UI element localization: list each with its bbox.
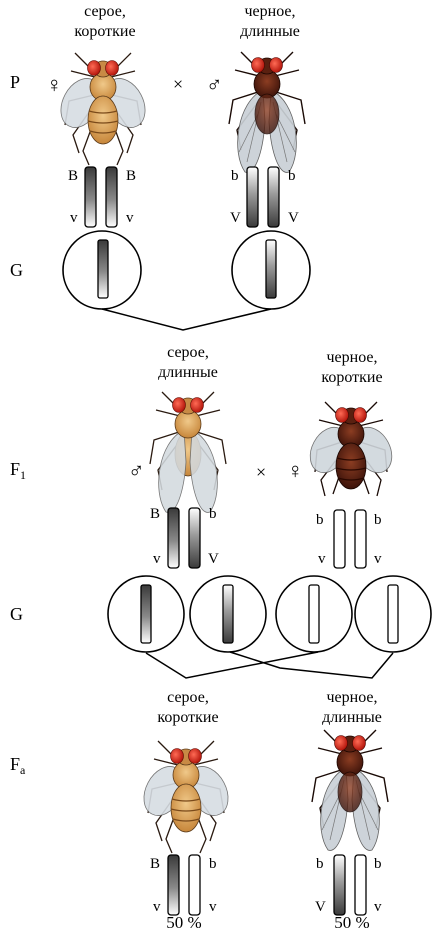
row-label-f1-subscript: 1: [20, 468, 26, 482]
row-label-f1-letter: F: [10, 459, 20, 479]
fly-black-long-wings-icon: [312, 730, 388, 850]
fertilization-lines: [102, 309, 271, 330]
fly-gray-long-wings-icon: [150, 392, 226, 512]
f1-female-label-line1: черное,: [326, 349, 377, 366]
male-symbol-icon: ♂: [128, 458, 145, 483]
p-female-chromosomes: B B v v: [68, 167, 136, 227]
allele-label: v: [70, 210, 78, 226]
row-label-f1: F1: [10, 459, 26, 482]
chromosome-dark-top: [85, 167, 96, 227]
allele-label: b: [209, 856, 217, 872]
fa-right-chromosomes: b b V v: [315, 855, 382, 915]
gamete-f1-3: [276, 576, 352, 652]
male-symbol-icon: ♂: [206, 72, 223, 97]
female-symbol-icon: ♀: [46, 72, 63, 97]
allele-label: V: [288, 210, 299, 226]
gamete-parent-female: [63, 231, 141, 309]
chromosome-dark-bottom: [189, 508, 200, 568]
gamete-f1-4: [355, 576, 431, 652]
allele-label: v: [318, 551, 326, 567]
allele-label: b: [288, 168, 296, 184]
row-label-gametes-2: G: [10, 604, 23, 624]
p-male-chromosomes: b b V V: [230, 167, 299, 227]
allele-label: B: [126, 168, 136, 184]
gamete-f1-2: [190, 576, 266, 652]
f1-female-label-line2: короткие: [321, 369, 382, 386]
fa-left-chromosomes: B b v v: [150, 855, 217, 915]
fa-left-label-line1: серое,: [167, 689, 209, 706]
fa-right-percentage: 50 %: [334, 913, 369, 931]
fa-left-label-line2: короткие: [157, 709, 218, 726]
allele-label: v: [209, 899, 217, 915]
fa-left-percentage: 50 %: [166, 913, 201, 931]
fly-black-short-wings-icon: [303, 402, 400, 496]
allele-label: v: [374, 551, 382, 567]
p-female-label-line1: серое,: [84, 3, 126, 20]
allele-label: b: [374, 856, 382, 872]
cross-symbol-icon: ×: [173, 74, 183, 94]
fa-right-label-line2: длинные: [322, 709, 382, 726]
fa-right-label-line1: черное,: [326, 689, 377, 706]
chromosome-light: [355, 510, 366, 568]
allele-label: B: [150, 856, 160, 872]
p-female-label-line2: короткие: [74, 23, 135, 40]
chromosome-dark-bottom: [334, 855, 345, 915]
gamete-f1-1: [108, 576, 184, 652]
p-male-label-line1: черное,: [244, 3, 295, 20]
allele-label: v: [126, 210, 134, 226]
f1-female-chromosomes: b b v v: [316, 510, 382, 568]
row-label-parents: P: [10, 72, 20, 92]
allele-label: v: [153, 899, 161, 915]
fly-gray-short-wings-icon: [53, 53, 153, 165]
chromosome-light: [334, 510, 345, 568]
female-symbol-icon: ♀: [287, 458, 304, 483]
allele-label: b: [374, 512, 382, 528]
fly-black-long-wings-icon: [229, 52, 305, 172]
cross-symbol-icon: ×: [256, 462, 266, 482]
allele-label: B: [150, 506, 160, 522]
row-label-gametes-1: G: [10, 260, 23, 280]
chromosome-dark-top: [106, 167, 117, 227]
chromosome-dark-bottom: [268, 167, 279, 227]
fly-gray-short-wings-icon: [136, 741, 236, 853]
row-label-fa: Fa: [10, 754, 26, 777]
allele-label: b: [231, 168, 239, 184]
f1-male-chromosomes: B b v V: [150, 506, 219, 568]
f1-male-label-line2: длинные: [158, 364, 218, 381]
allele-label: V: [208, 551, 219, 567]
chromosome-dark-bottom: [247, 167, 258, 227]
allele-label: B: [68, 168, 78, 184]
gamete-parent-male: [232, 231, 310, 309]
allele-label: b: [209, 506, 217, 522]
allele-label: V: [315, 899, 326, 915]
chromosome-light: [189, 855, 200, 915]
chromosome-dark-top: [168, 855, 179, 915]
allele-label: b: [316, 512, 324, 528]
allele-label: b: [316, 856, 324, 872]
row-label-fa-letter: F: [10, 754, 20, 774]
allele-label: V: [230, 210, 241, 226]
chromosome-light: [355, 855, 366, 915]
p-male-label-line2: длинные: [240, 23, 300, 40]
row-label-fa-subscript: a: [20, 763, 26, 777]
allele-label: v: [374, 899, 382, 915]
allele-label: v: [153, 551, 161, 567]
fertilization-lines: [146, 652, 393, 678]
chromosome-dark-top: [168, 508, 179, 568]
f1-male-label-line1: серое,: [167, 344, 209, 361]
